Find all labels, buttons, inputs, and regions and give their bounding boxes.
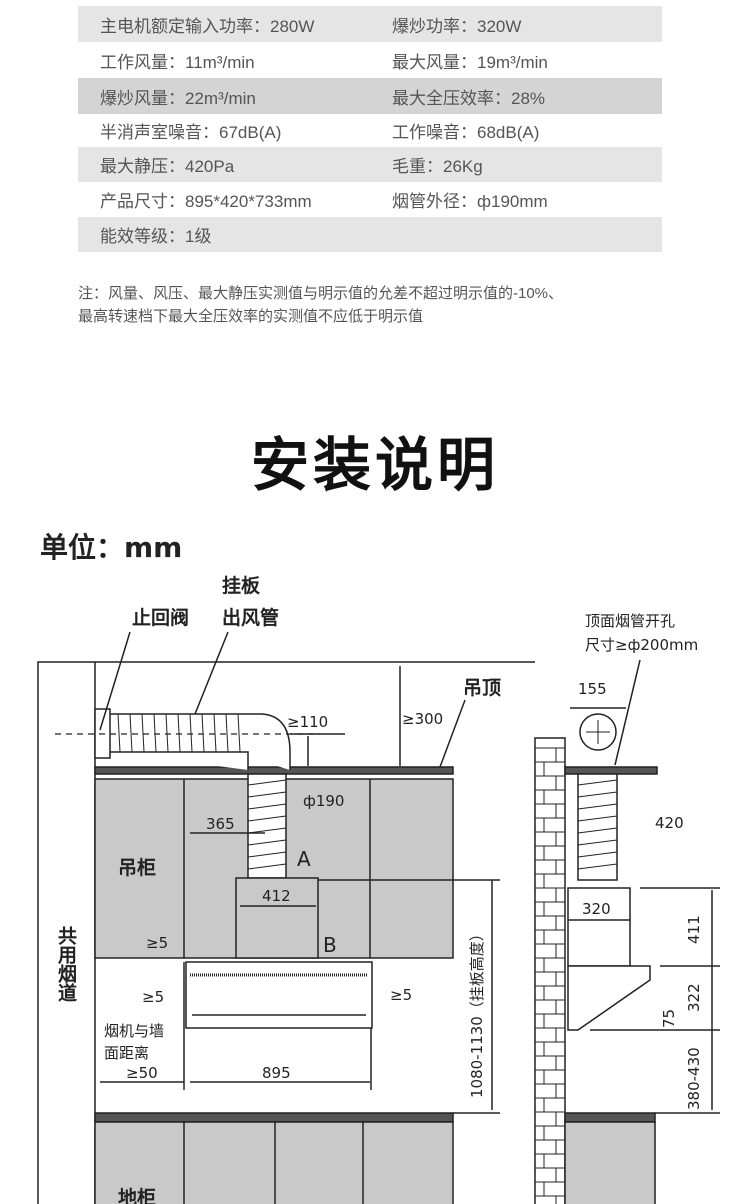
dim-5: ≥5 [142,988,164,1006]
label-ceiling: 吊顶 [463,677,501,699]
dim-412: 412 [262,887,291,905]
dim-411: 411 [685,915,703,944]
dim-420: 420 [655,814,684,832]
dim-height: 1080-1130（挂板高度） [468,926,486,1098]
label-top-hole: 顶面烟管开孔 [585,612,675,630]
label-upper-cabinet: 吊柜 [118,857,156,879]
dim-380-430: 380-430 [685,1047,703,1110]
dim-75: 75 [660,1009,678,1028]
dim-320: 320 [582,900,611,918]
dim-5: ≥5 [146,934,168,952]
spec-row: 能效等级：1级 [78,217,662,252]
label-floor-cabinet: 地柜 [118,1186,156,1204]
dim-155: 155 [578,680,607,698]
dim-190: ф190 [303,792,344,810]
dim-50: ≥50 [126,1064,158,1082]
unit-label: 单位：mm [40,531,183,564]
spec-row: 半消声室噪音：67dB(A)工作噪音：68dB(A) [100,123,540,142]
dim-322: 322 [685,983,703,1012]
dim-895: 895 [262,1064,291,1082]
point-b: B [323,933,337,957]
label-distance: 面距离 [104,1044,149,1062]
label-check-valve: 止回阀 [132,606,189,629]
dim-110: ≥110 [287,713,328,731]
label-top-hole-size: 尺寸≥ф200mm [585,636,698,654]
dim-5: ≥5 [390,986,412,1004]
dim-300: ≥300 [402,710,443,728]
point-a: A [297,847,311,871]
label-hanging-board: 挂板 [222,574,261,597]
section-title: 安装说明 [250,431,499,499]
label-distance: 烟机与墙 [104,1022,164,1040]
spec-note: 注：风量、风压、最大静压实测值与明示值的允差不超过明示值的-10%、 最高转速档… [78,285,564,325]
dim-365: 365 [206,815,235,833]
label-outlet-pipe: 出风管 [222,606,279,629]
label-shared-flue: 共用烟道 [55,926,77,1003]
